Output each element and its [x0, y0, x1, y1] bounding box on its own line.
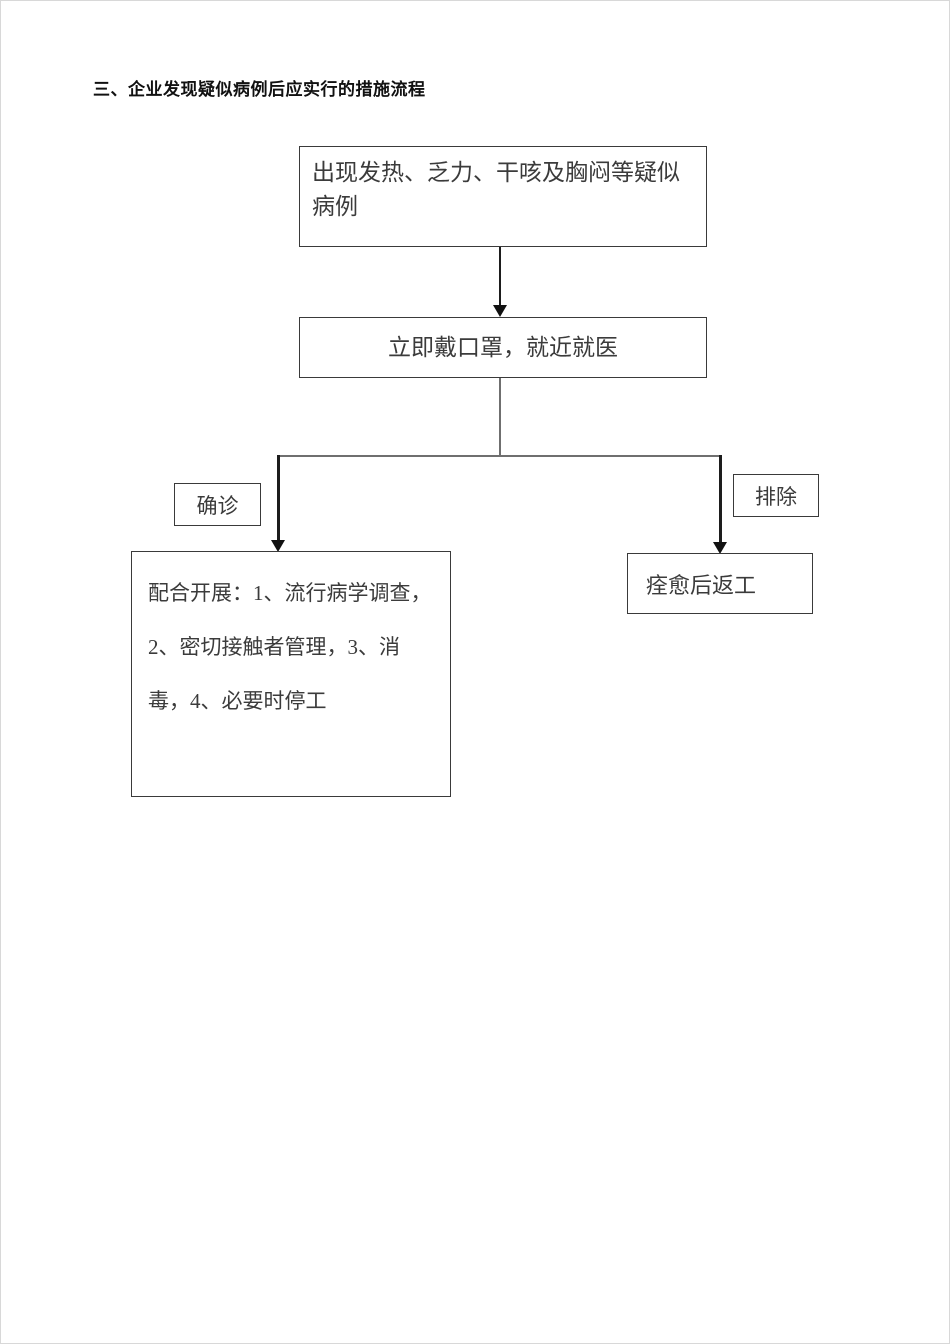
- flow-node-actions-label: 配合开展：1、流行病学调查，2、密切接触者管理，3、消毒，4、必要时停工: [148, 581, 432, 713]
- connector-confirmed-branch: [277, 455, 280, 541]
- branch-label-excluded: 排除: [733, 474, 819, 517]
- flow-node-symptoms-label: 出现发热、乏力、干咳及胸闷等疑似病例: [312, 160, 680, 219]
- flow-node-mask: 立即戴口罩，就近就医: [299, 317, 707, 378]
- arrowhead-excluded-branch: [713, 542, 727, 554]
- arrowhead-symptoms-to-mask: [493, 305, 507, 317]
- branch-label-confirmed-text: 确诊: [196, 493, 239, 518]
- connector-split-bar: [278, 455, 722, 457]
- arrowhead-confirmed-branch: [271, 540, 285, 552]
- flow-node-symptoms: 出现发热、乏力、干咳及胸闷等疑似病例: [299, 146, 707, 247]
- flow-node-recovered-label: 痊愈后返工: [646, 572, 757, 598]
- connector-excluded-branch: [719, 455, 722, 543]
- flow-node-mask-label: 立即戴口罩，就近就医: [388, 334, 618, 360]
- connector-symptoms-to-mask: [499, 247, 501, 307]
- page-title: 三、企业发现疑似病例后应实行的措施流程: [93, 80, 426, 99]
- branch-label-confirmed: 确诊: [174, 483, 261, 526]
- connector-mask-to-split: [499, 378, 501, 456]
- branch-label-excluded-text: 排除: [755, 484, 797, 509]
- flow-node-actions: 配合开展：1、流行病学调查，2、密切接触者管理，3、消毒，4、必要时停工: [131, 551, 451, 797]
- flow-node-recovered: 痊愈后返工: [627, 553, 813, 614]
